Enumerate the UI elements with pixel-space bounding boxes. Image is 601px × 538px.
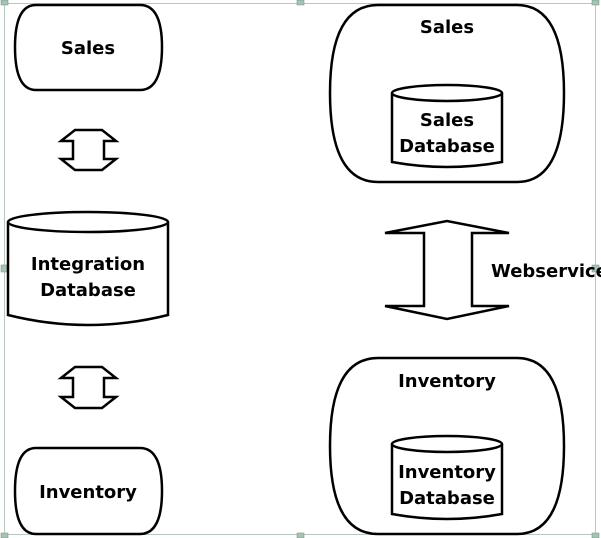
left-inventory-app: Inventory bbox=[13, 446, 164, 536]
sales-database-top bbox=[390, 83, 504, 103]
sales-database-body bbox=[390, 93, 504, 169]
right-sales-app: Sales Sales Database bbox=[328, 3, 566, 184]
right-sales-label: Sales bbox=[420, 17, 474, 38]
resize-handle-middle-right[interactable] bbox=[591, 264, 600, 273]
left-integration-database: Integration Database bbox=[6, 210, 170, 327]
inventory-database-label-line1: Inventory bbox=[398, 462, 496, 483]
integration-database-body bbox=[6, 222, 170, 327]
left-inventory-app-shape bbox=[13, 446, 164, 536]
integration-database-label-line1: Integration bbox=[31, 254, 145, 275]
inventory-database-top bbox=[390, 434, 504, 454]
integration-database-label-line2: Database bbox=[40, 280, 136, 301]
resize-handle-top-middle[interactable] bbox=[296, 0, 305, 6]
resize-handle-top-right[interactable] bbox=[591, 0, 600, 6]
left-inventory-label: Inventory bbox=[39, 482, 137, 503]
left-lower-double-arrow bbox=[57, 365, 120, 410]
webservice-double-arrow bbox=[384, 219, 510, 321]
integration-database-top bbox=[6, 210, 170, 234]
right-inventory-app: Inventory Inventory Database bbox=[328, 356, 566, 536]
resize-handle-top-left[interactable] bbox=[0, 0, 9, 6]
right-inventory-label: Inventory bbox=[398, 371, 496, 392]
webservice-label: Webservice bbox=[491, 261, 601, 282]
left-sales-app-shape bbox=[13, 3, 164, 92]
resize-handle-bottom-right[interactable] bbox=[591, 532, 600, 538]
inventory-database-label-line2: Database bbox=[399, 488, 495, 509]
resize-handle-bottom-middle[interactable] bbox=[296, 532, 305, 538]
left-upper-double-arrow bbox=[57, 128, 120, 172]
left-sales-label: Sales bbox=[61, 38, 115, 59]
sales-database-label-line1: Sales bbox=[420, 110, 474, 131]
sales-database-label-line2: Database bbox=[399, 136, 495, 157]
resize-handle-bottom-left[interactable] bbox=[0, 532, 9, 538]
inventory-database-body bbox=[390, 444, 504, 521]
left-sales-app: Sales bbox=[13, 3, 164, 92]
